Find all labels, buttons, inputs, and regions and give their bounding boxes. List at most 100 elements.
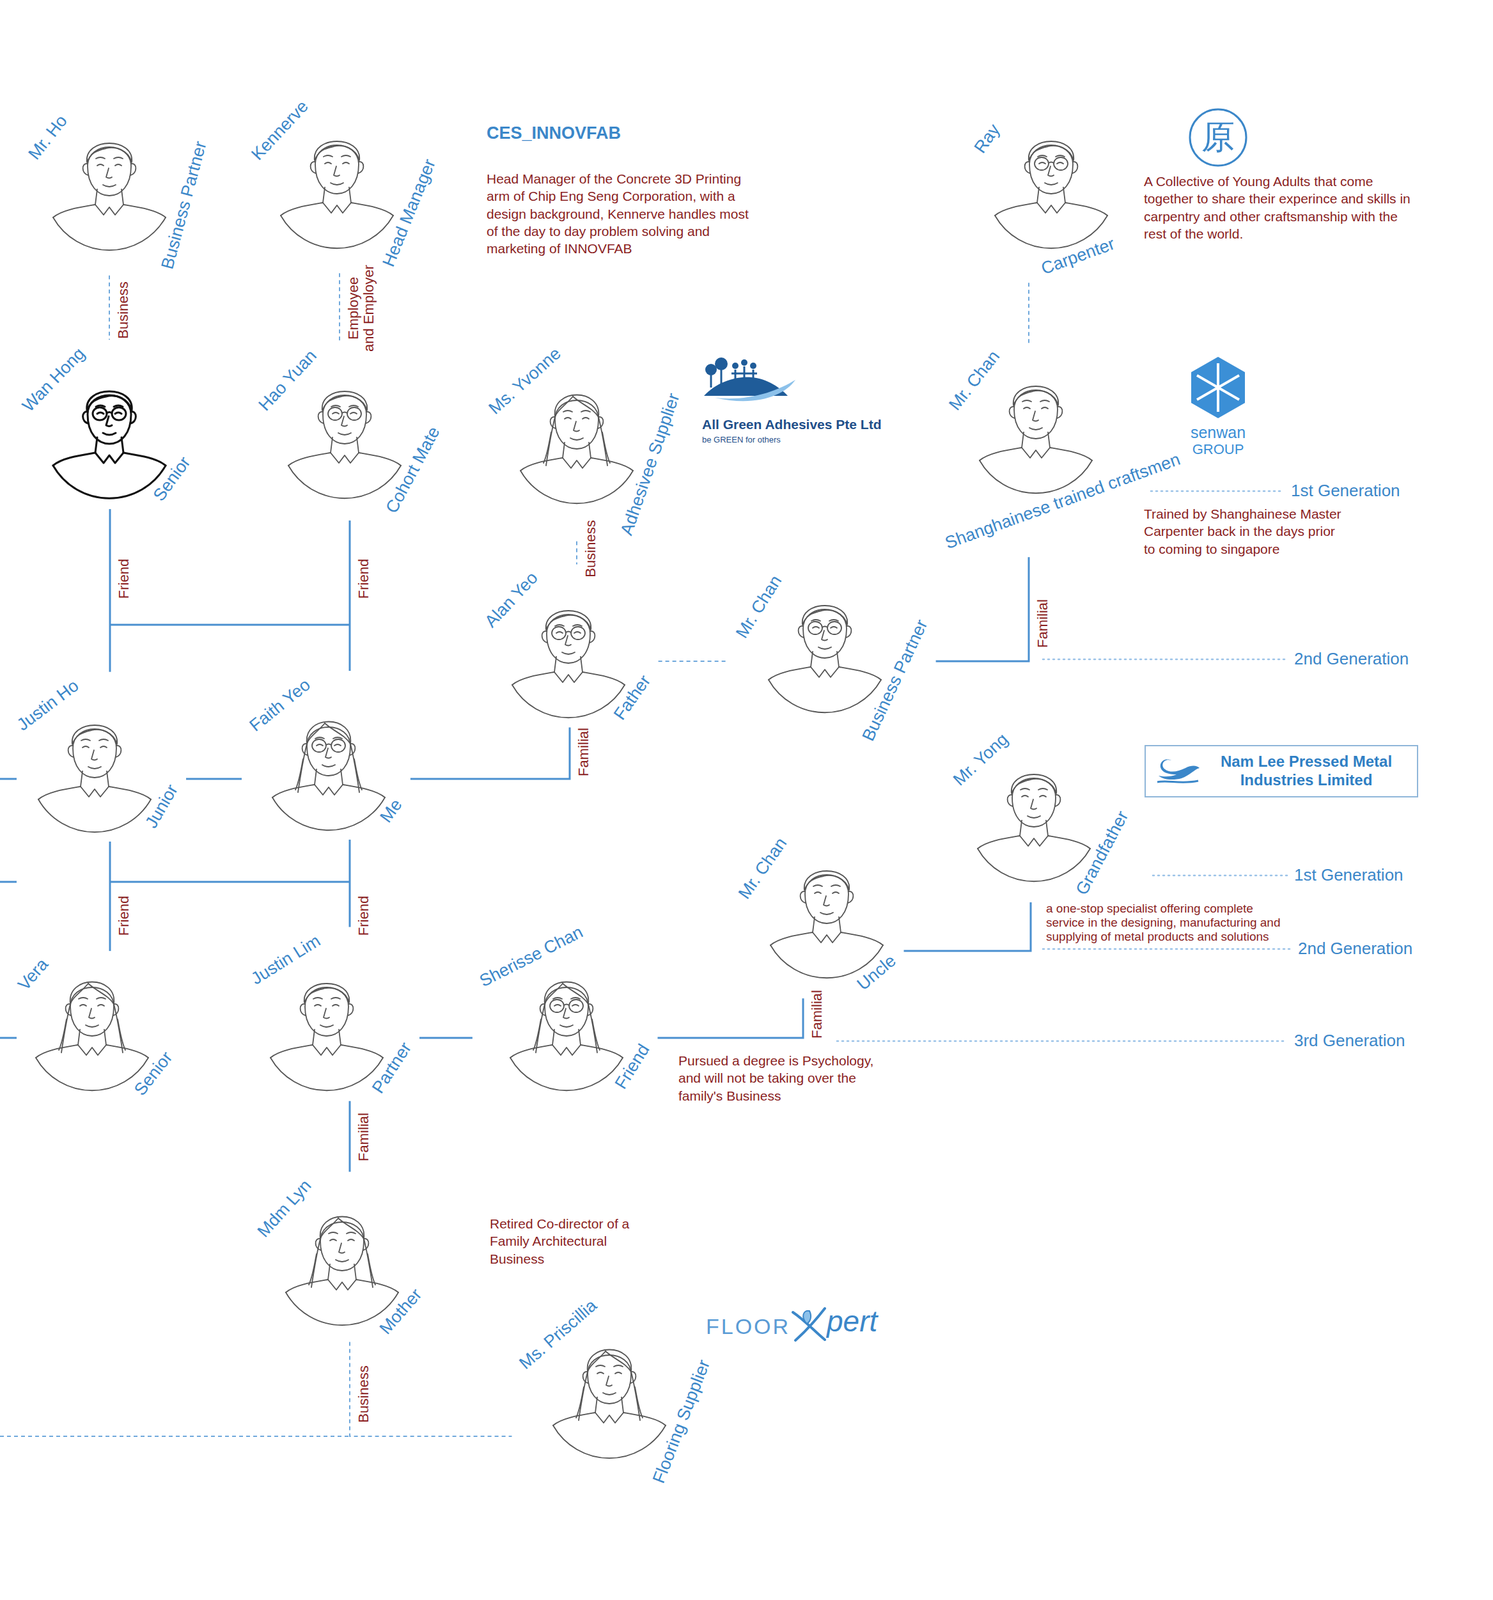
portrait-stroke [572,624,582,626]
person-name: Mdm Lyn [253,1175,316,1242]
portrait-stroke [1072,161,1078,174]
relation-connector [658,660,729,662]
label-holder: Pursued a degree is Psychology, and will… [678,1051,890,1105]
portrait-stroke [1037,202,1066,213]
portrait-stroke [102,432,116,435]
portrait-stroke [590,457,634,471]
portrait-stroke [87,395,132,444]
portrait-stroke [1020,788,1030,790]
portrait-stroke [97,164,104,166]
text-holder: Ms. Yvonne [484,343,565,419]
portrait-lines [288,391,401,499]
portrait-stroke [1038,788,1048,790]
portrait-stroke [332,412,339,414]
text-holder: Junior [141,780,183,832]
person-node: Justin Ho Junior [9,672,187,842]
portrait-stroke [589,631,595,643]
generation-label: 1st Generation [1294,865,1404,885]
portrait-stroke [322,391,368,411]
label-holder: pert [826,1304,878,1339]
relation-connector [936,556,1029,662]
portrait-stroke [314,1004,321,1006]
portrait-stroke [808,621,823,635]
portrait-stroke [365,411,371,424]
description-text: A Collective of Young Adults that come t… [1143,172,1413,243]
portrait-stroke [546,610,591,630]
label-holder: Familial [356,1112,372,1162]
company-box: Nam Lee Pressed Metal Industries Limited [1144,744,1419,798]
label-holder: senwan [1190,423,1246,442]
logo-trunk [710,374,713,388]
portrait-stroke [338,1218,364,1239]
portrait-stroke [272,797,385,830]
generation-label: 2nd Generation [1297,939,1413,959]
generation-label: 1st Generation [1290,481,1401,501]
portrait-stroke [1030,799,1037,810]
person-name: Justin Ho [13,675,84,736]
portrait-stroke [1012,778,1056,827]
portrait-stroke [623,1412,666,1426]
portrait-stroke [38,799,151,832]
portrait-stroke [535,1003,545,1053]
portrait-stroke [1056,406,1063,419]
portrait-stroke [553,1412,596,1426]
person-node: RayCarpenter [966,109,1126,283]
relation-connector [657,998,804,1038]
portrait-stroke [328,407,343,421]
generation-line [1150,490,1284,493]
portrait-stroke [106,168,112,179]
portrait-stroke [822,625,828,628]
person-role: Carpenter [1038,234,1118,279]
portrait-stroke [295,758,304,790]
portrait-stroke [96,997,106,999]
relation-connector [1028,282,1030,343]
label-holder: 原 [1201,118,1235,157]
portrait-stroke [994,202,1038,216]
relation-label: Friend [116,558,132,599]
portrait-stroke [99,739,109,741]
text-holder: Cohort Mate [382,423,445,517]
portrait-stroke [280,202,323,216]
portrait-stroke [270,1044,313,1058]
portrait-stroke [280,215,394,249]
portrait-lines [280,141,394,249]
portrait-lines [520,394,634,504]
portrait-stroke [316,744,323,746]
portrait-stroke [1056,162,1064,164]
portrait-stroke [61,1003,71,1053]
portrait-stroke [313,997,323,999]
friend-bracket [109,624,350,626]
portrait-stroke [347,1003,353,1016]
label-holder: 1st Generation [1290,481,1401,501]
offpage-business-line [0,1435,349,1437]
person-name: Mr. Chan [732,571,786,642]
text-holder: Business Partner [858,617,933,745]
portrait-stroke [563,410,573,412]
portrait-stroke [300,1003,306,1016]
portrait-stroke [322,202,352,213]
text-holder: Faith Yeo [245,674,314,736]
portrait-stroke [544,981,598,1053]
person-node: Ms. PriscilliaFlooring Supplier [511,1291,719,1490]
portrait-stroke [320,1024,334,1027]
logo-text: pert [826,1304,878,1339]
portrait-stroke [78,1044,107,1056]
text-holder: Mother [375,1284,426,1339]
portrait-lines [53,391,166,499]
logo-glyph: 原 [1201,118,1235,157]
portrait-stroke [572,396,599,417]
portrait-stroke [820,912,834,915]
label-holder: a one-stop specialist offering complete … [1046,901,1293,944]
portrait-stroke [342,784,385,798]
portrait-stroke [1021,795,1029,797]
portrait-stroke [595,1365,605,1367]
portrait-stroke [108,786,151,800]
label-holder: Familial [1035,599,1051,648]
generation-line [836,1040,1286,1043]
portrait-stroke [582,672,625,685]
relation-label: Friend [356,558,372,599]
portrait-stroke [347,407,362,421]
all-green-logo [703,357,796,401]
logo-wave [714,379,796,401]
portrait-lines [977,774,1091,882]
